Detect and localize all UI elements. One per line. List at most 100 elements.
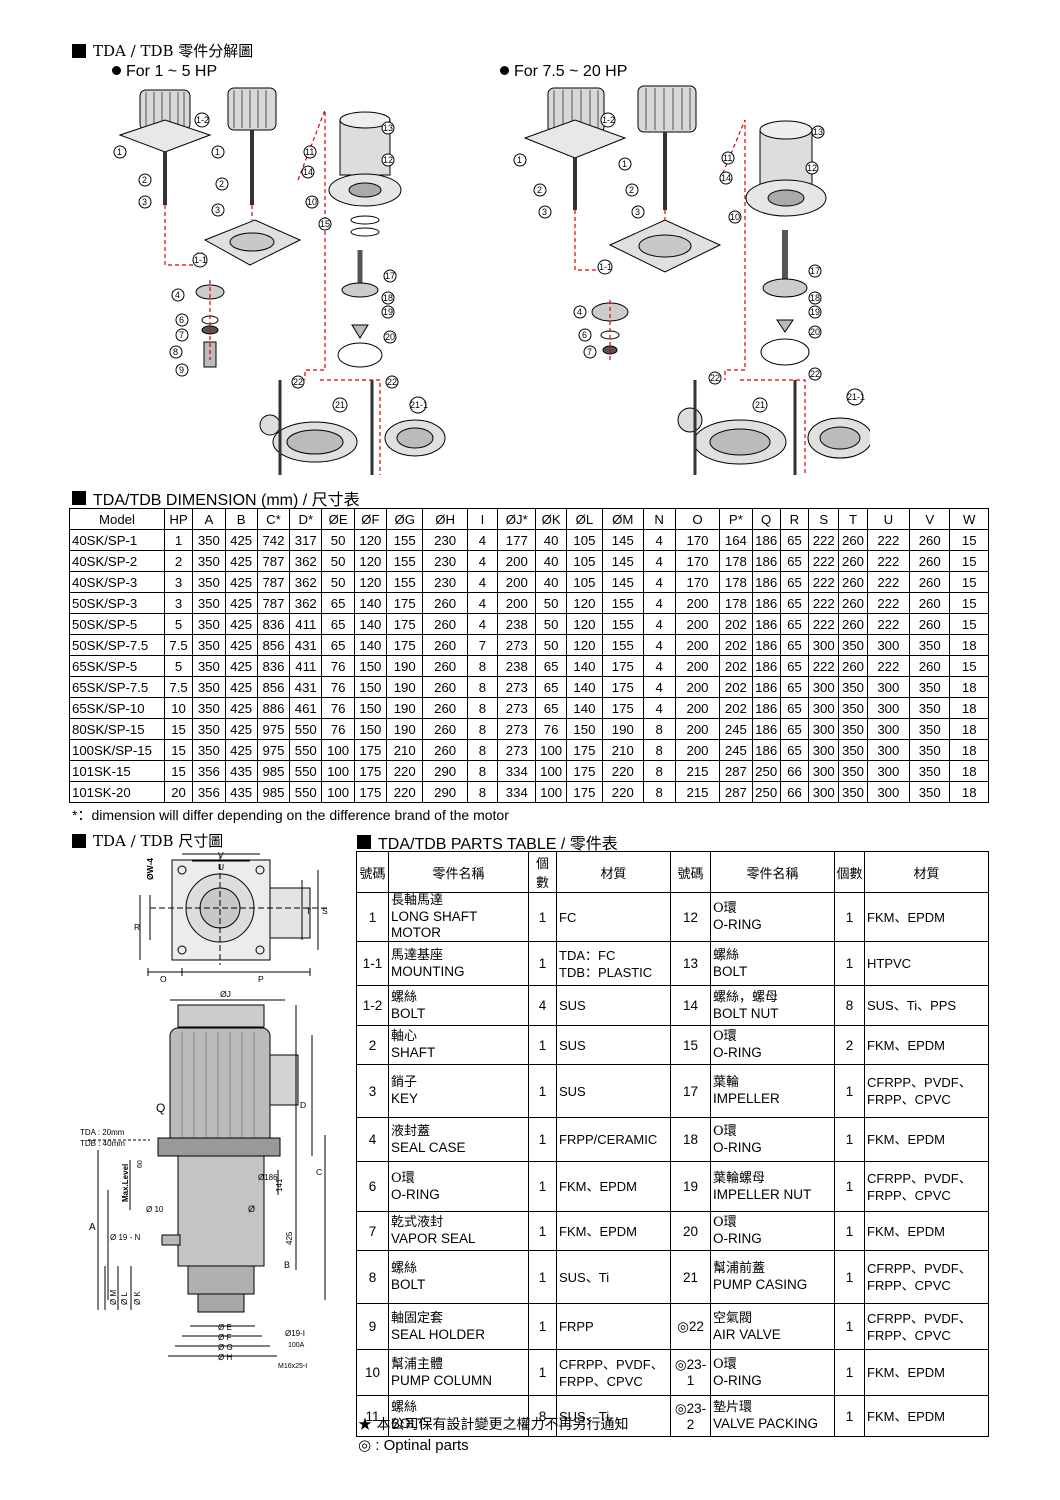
- dimension-cell: 120: [353, 529, 388, 551]
- part-quantity: 1: [528, 1349, 557, 1396]
- part-name-zh: 軸固定套: [391, 1310, 444, 1326]
- dimension-cell: 273: [497, 676, 537, 698]
- part-material: SUS、Ti: [556, 1395, 671, 1437]
- material-line: FRPP、CPVC: [867, 1187, 951, 1203]
- model-cell: 101SK-15: [69, 760, 165, 782]
- parts-header-cell: 個數: [834, 851, 865, 893]
- dimension-cell: 186: [751, 571, 781, 593]
- dimension-cell: 425: [224, 634, 258, 656]
- part-quantity: 1: [834, 1349, 865, 1396]
- dimension-cell: 222: [866, 550, 911, 572]
- dimension-cell: 100: [321, 781, 355, 803]
- svg-text:6: 6: [582, 330, 587, 340]
- dimension-cell: 222: [808, 655, 840, 677]
- model-cell: 65SK/SP-5: [69, 655, 165, 677]
- svg-text:Ø F: Ø F: [218, 1333, 231, 1342]
- model-cell: 50SK/SP-7.5: [69, 634, 165, 656]
- dimension-cell: 260: [838, 550, 868, 572]
- dimension-cell: 140: [353, 592, 388, 614]
- dimension-cell: 120: [353, 550, 388, 572]
- dimension-cell: 300: [808, 718, 840, 740]
- material-line: SUS、Ti: [559, 1408, 610, 1424]
- dimension-cell: 155: [386, 529, 424, 551]
- dimension-cell: 300: [808, 634, 840, 656]
- svg-text:10: 10: [730, 212, 740, 222]
- dimension-title: TDA/TDB DIMENSION (mm) / 尺寸表: [72, 486, 360, 510]
- part-quantity: 1: [834, 1303, 865, 1350]
- part-number: 4: [356, 1117, 389, 1162]
- dimension-cell: 4: [642, 655, 676, 677]
- material-line: FKM、EPDM: [867, 1223, 946, 1239]
- part-quantity: 1: [528, 1303, 557, 1350]
- part-number: 15: [670, 1025, 711, 1065]
- material-line: TDB：PLASTIC: [559, 964, 653, 980]
- dimension-cell: 425: [224, 529, 258, 551]
- dimension-cell: 190: [386, 718, 424, 740]
- svg-text:22: 22: [387, 377, 397, 387]
- dimension-cell: 190: [386, 655, 424, 677]
- dimension-cell: 170: [674, 571, 721, 593]
- dimension-cell: 222: [808, 550, 840, 572]
- svg-text:P: P: [258, 974, 264, 984]
- svg-text:13: 13: [813, 127, 823, 137]
- dimension-cell: 15: [949, 529, 989, 551]
- part-material: CFRPP、PVDF、FRPP、CPVC: [556, 1349, 671, 1396]
- dimension-cell: 260: [909, 550, 951, 572]
- model-cell: 40SK/SP-2: [69, 550, 165, 572]
- dimension-cell: 140: [565, 655, 604, 677]
- svg-text:7: 7: [179, 330, 184, 340]
- dimension-cell: 350: [192, 592, 226, 614]
- dimension-header-cell: HP: [163, 508, 194, 530]
- part-name-zh: 空氣閥: [713, 1310, 753, 1326]
- dimension-cell: 220: [386, 760, 424, 782]
- part-quantity: 8: [834, 985, 865, 1026]
- dimension-cell: 300: [808, 760, 840, 782]
- part-name-zh: 幫浦主體: [391, 1356, 444, 1372]
- dimension-cell: 3: [163, 571, 194, 593]
- dimension-cell: 250: [751, 760, 781, 782]
- part-material: FC: [556, 892, 671, 942]
- dimension-cell: 8: [466, 760, 499, 782]
- dimension-cell: 435: [224, 781, 258, 803]
- dimension-cell: 787: [256, 550, 291, 572]
- exploded-diagram-large: 1-2 1 1 2 2 3 3 13 11 12 14 10 1-1 17 4 …: [513, 85, 870, 475]
- copyright-note: ★ 本公司保有設計變更之權力不再另行通知: [358, 1417, 629, 1433]
- dimension-cell: 120: [565, 613, 604, 635]
- dimension-cell: 222: [808, 592, 840, 614]
- dimension-cell: 65: [779, 676, 810, 698]
- dimension-cell: 18: [949, 634, 989, 656]
- dimension-header-cell: P*: [719, 508, 753, 530]
- dimension-cell: 120: [565, 592, 604, 614]
- dimension-cell: 100: [321, 739, 355, 761]
- dimension-cell: 15: [949, 550, 989, 572]
- dimension-cell: 4: [642, 697, 676, 719]
- dimension-cell: 100: [535, 781, 567, 803]
- square-bullet-icon: [72, 491, 86, 505]
- material-line: SUS、Ti、PPS: [867, 998, 957, 1013]
- dimension-cell: 150: [353, 676, 388, 698]
- svg-text:ØJ: ØJ: [220, 989, 231, 999]
- dimension-cell: 238: [497, 613, 537, 635]
- dimension-cell: 150: [353, 697, 388, 719]
- part-material: FKM、EPDM: [864, 1211, 989, 1251]
- dimension-cell: 76: [321, 718, 355, 740]
- dimension-cell: 4: [642, 634, 676, 656]
- dimension-header-cell: ØE: [321, 508, 355, 530]
- part-quantity: 1: [834, 892, 865, 942]
- part-name-zh: 葉輪: [713, 1075, 740, 1090]
- svg-text:14: 14: [721, 173, 731, 183]
- part-material: CFRPP、PVDF、FRPP、CPVC: [864, 1303, 989, 1350]
- dimension-cell: 975: [256, 718, 291, 740]
- dimension-cell: 8: [642, 718, 676, 740]
- dimension-cell: 65: [321, 634, 355, 656]
- part-quantity: 1: [834, 1064, 865, 1118]
- part-quantity: 2: [834, 1025, 865, 1065]
- part-material: FKM、EPDM: [864, 1349, 989, 1396]
